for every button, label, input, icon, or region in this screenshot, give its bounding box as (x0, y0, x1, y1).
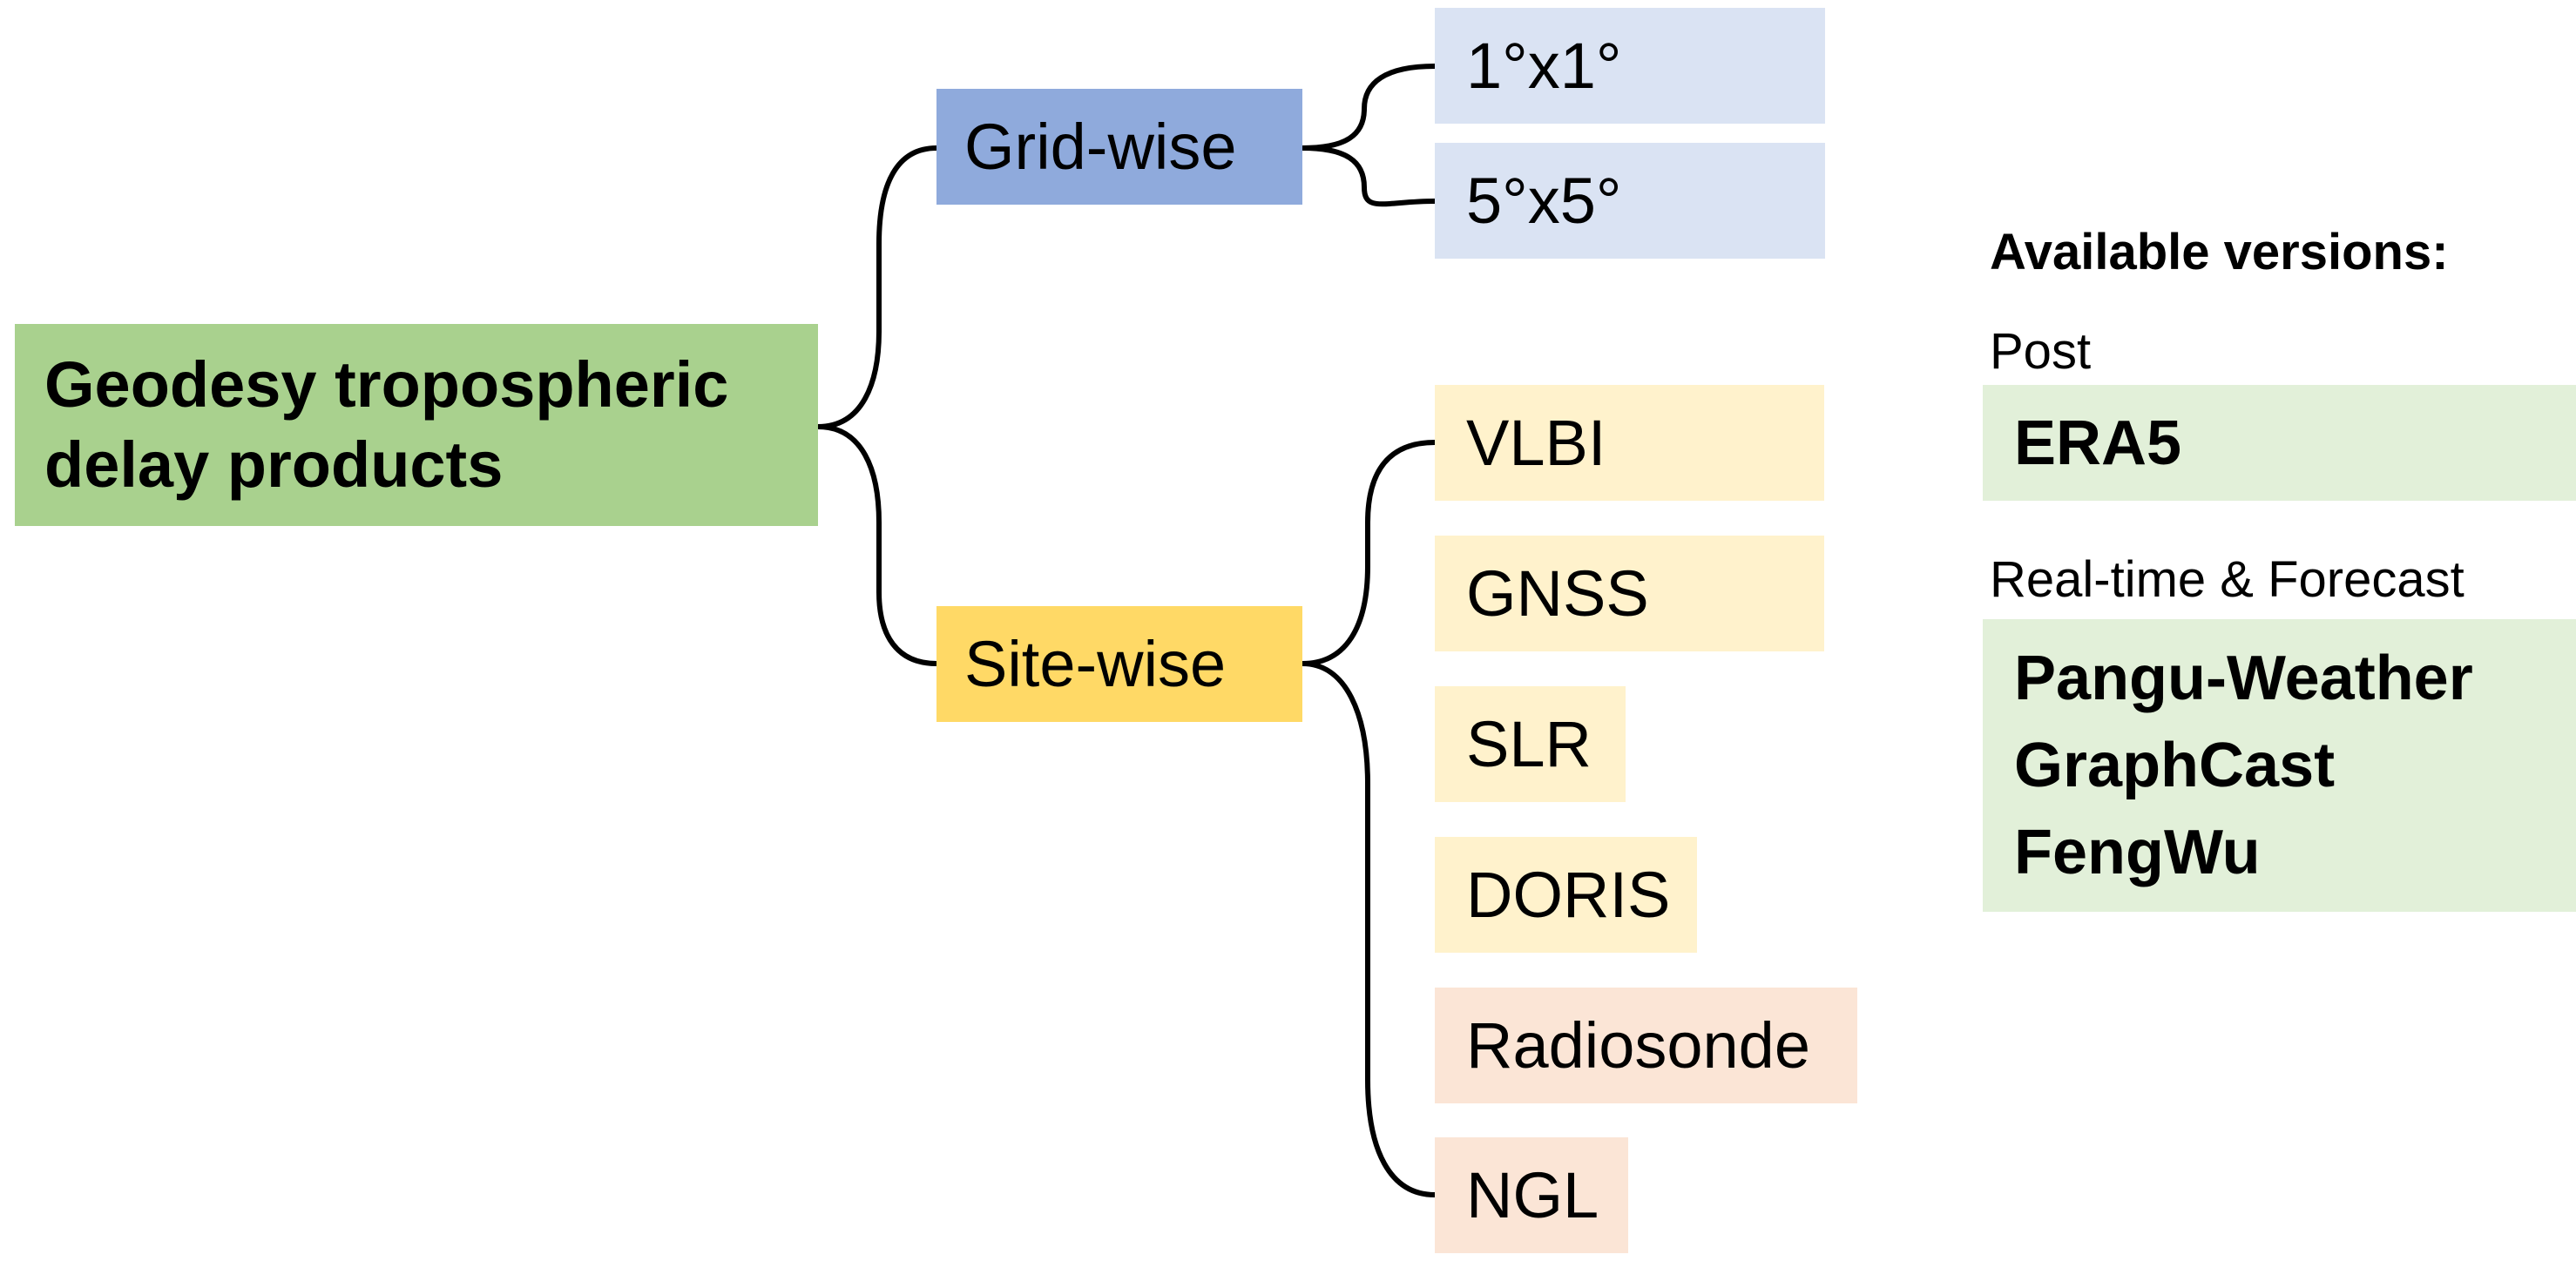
site-source-doris-node: DORIS (1435, 837, 1697, 953)
version-item: ERA5 (2014, 408, 2182, 478)
leaf-label: VLBI (1466, 407, 1606, 479)
version-item: GraphCast (2014, 731, 2336, 800)
connector-root-site (817, 424, 937, 666)
site-source-gnss-node: GNSS (1435, 536, 1824, 651)
grid-resolution-5x5-node: 5°x5° (1435, 143, 1825, 259)
grid-wise-label: Grid-wise (964, 111, 1237, 183)
site-source-radiosonde-node: Radiosonde (1435, 988, 1857, 1103)
connector-grid-1x1 (1302, 64, 1436, 151)
site-source-ngl-node: NGL (1435, 1137, 1628, 1253)
version-item: FengWu (2014, 818, 2261, 887)
root-label: Geodesy tropospheric delay products (44, 348, 729, 501)
connector-site-ngl (1302, 661, 1436, 1197)
realtime-versions-box: Pangu-Weather GraphCast FengWu (1983, 619, 2576, 912)
connector-grid-5x5 (1302, 145, 1436, 207)
post-label: Post (1990, 323, 2092, 380)
realtime-forecast-label: Real-time & Forecast (1990, 551, 2464, 608)
root-node: Geodesy tropospheric delay products (15, 324, 818, 526)
grid-wise-node: Grid-wise (936, 89, 1302, 205)
grid-resolution-1x1-node: 1°x1° (1435, 8, 1825, 124)
site-wise-label: Site-wise (964, 628, 1227, 700)
leaf-label: NGL (1466, 1159, 1599, 1231)
versions-title: Available versions: (1990, 224, 2449, 280)
site-wise-node: Site-wise (936, 606, 1302, 722)
connector-site-vlbi (1302, 440, 1436, 666)
site-source-slr-node: SLR (1435, 686, 1626, 802)
leaf-label: DORIS (1466, 859, 1671, 931)
leaf-label: SLR (1466, 708, 1592, 780)
post-versions-box: ERA5 (1983, 385, 2576, 501)
leaf-label: Radiosonde (1466, 1009, 1810, 1082)
version-item: Pangu-Weather (2014, 644, 2473, 713)
leaf-label: 1°x1° (1466, 30, 1622, 102)
leaf-label: GNSS (1466, 557, 1649, 630)
leaf-label: 5°x5° (1466, 165, 1622, 237)
site-source-vlbi-node: VLBI (1435, 385, 1824, 501)
connector-root-grid (817, 145, 937, 429)
